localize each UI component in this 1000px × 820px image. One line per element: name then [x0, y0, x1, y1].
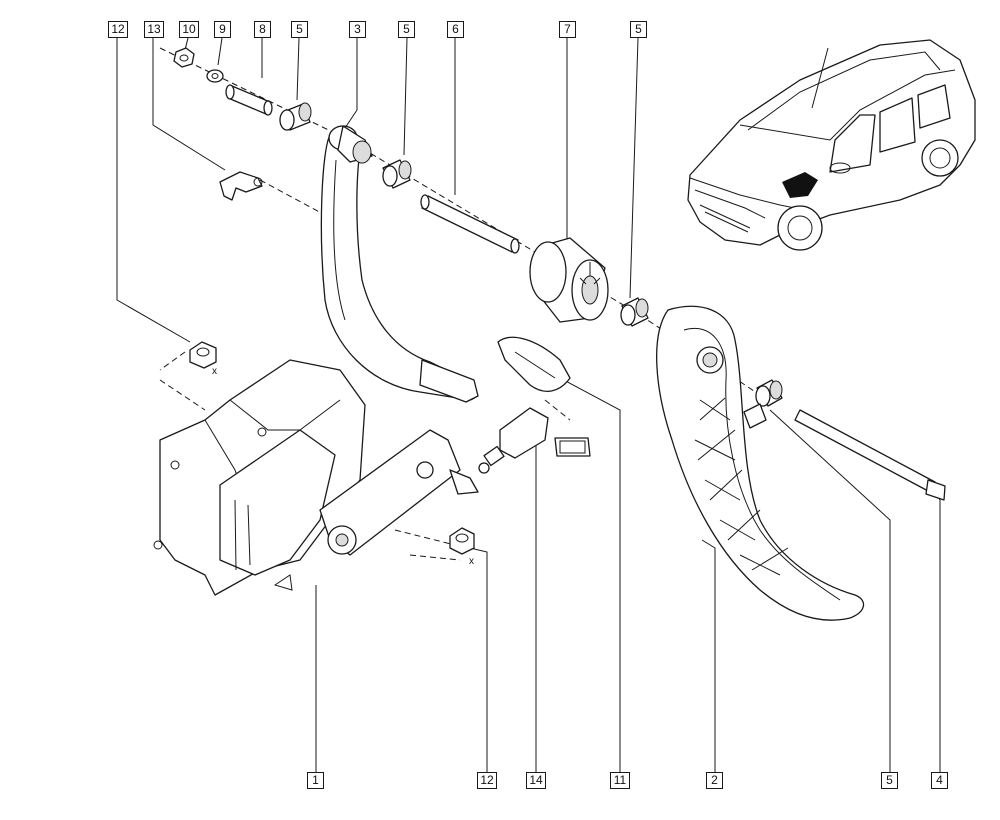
nut-12-lower — [449, 527, 475, 555]
callout-6: 6 — [447, 21, 464, 38]
shaft-6 — [420, 194, 520, 254]
bracket-1 — [153, 359, 479, 596]
callout-3: 3 — [349, 21, 366, 38]
callout-5-top-a: 5 — [291, 21, 308, 38]
pedal-arm-3 — [320, 125, 479, 403]
callout-12-bottom: 12 — [477, 772, 497, 789]
axis-mark-upper: x — [212, 366, 217, 377]
callout-5-bottom: 5 — [881, 772, 898, 789]
callout-12-top: 12 — [108, 21, 128, 38]
clip-13 — [219, 171, 263, 201]
cover-11 — [497, 336, 571, 392]
callout-8: 8 — [254, 21, 271, 38]
bushing-5a — [279, 102, 312, 131]
washer-9 — [206, 69, 224, 83]
callout-1: 1 — [307, 772, 324, 789]
leader-lines-bottom — [315, 377, 941, 772]
bushing-5d — [743, 379, 783, 429]
callout-5-top-b: 5 — [398, 21, 415, 38]
callout-14: 14 — [526, 772, 546, 789]
pedal-2 — [656, 305, 865, 621]
callout-4: 4 — [931, 772, 948, 789]
roller-7 — [529, 237, 609, 323]
callout-2: 2 — [706, 772, 723, 789]
switch-14 — [478, 407, 591, 474]
callout-5-top-c: 5 — [630, 21, 647, 38]
vehicle-locator — [687, 39, 976, 251]
callout-7: 7 — [559, 21, 576, 38]
bushing-5c — [620, 297, 649, 327]
bushing-5b — [382, 159, 412, 189]
callout-9: 9 — [214, 21, 231, 38]
callout-10: 10 — [179, 21, 199, 38]
bolt-4 — [794, 409, 946, 501]
leader-lines-top — [116, 37, 639, 343]
callout-13: 13 — [144, 21, 164, 38]
nut-10 — [173, 47, 195, 68]
axis-mark-lower: x — [469, 556, 474, 567]
spacer-tube-8 — [225, 84, 273, 116]
nut-12-upper — [189, 341, 217, 369]
callout-11: 11 — [610, 772, 630, 789]
